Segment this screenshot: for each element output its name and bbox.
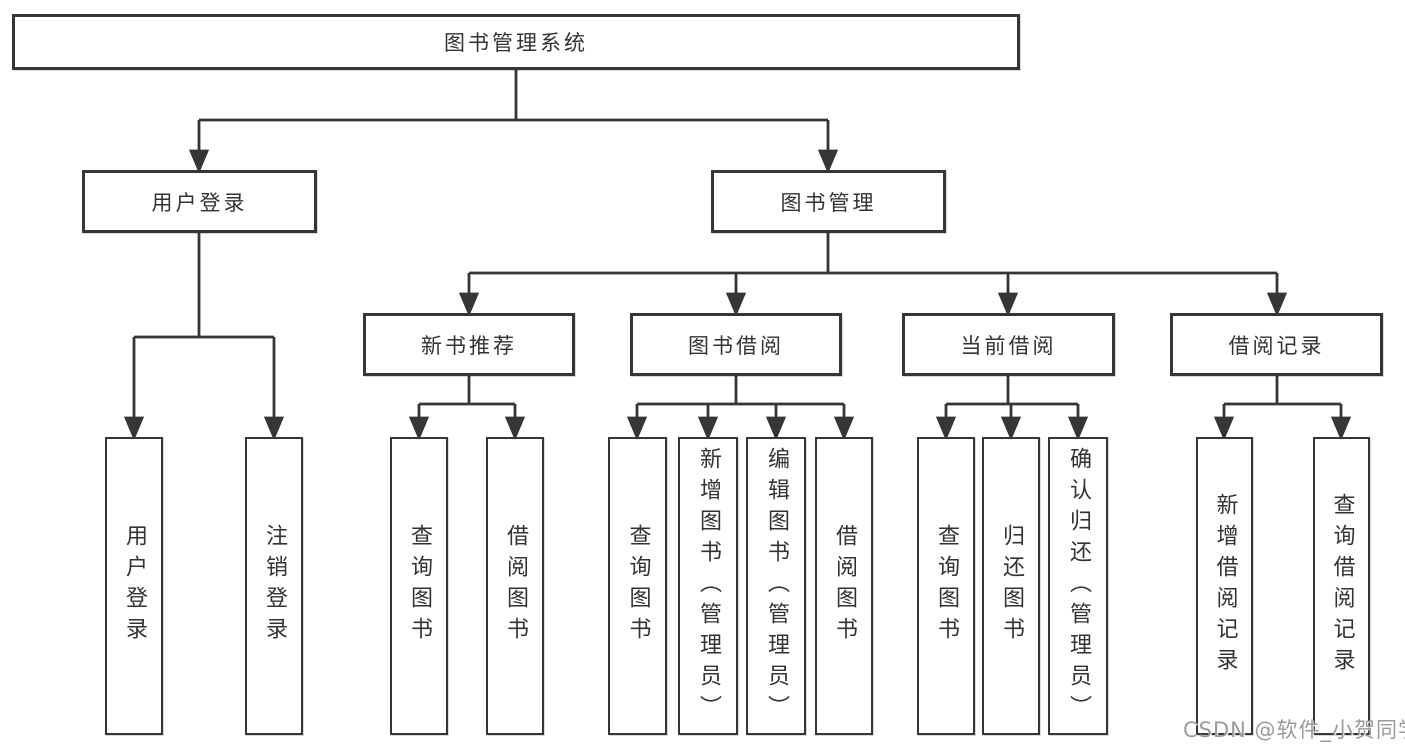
arrow-head bbox=[697, 416, 719, 441]
connector-book-management-children bbox=[458, 233, 1288, 317]
arrow-head bbox=[1330, 416, 1352, 441]
leaf-borrow-books: 借阅图书 bbox=[815, 437, 873, 735]
node-borrow-record: 借阅记录 bbox=[1170, 313, 1383, 376]
arrow-head bbox=[1067, 416, 1089, 441]
node-current-borrow: 当前借阅 bbox=[902, 313, 1115, 376]
arrow-head bbox=[725, 292, 747, 317]
leaf-query-books-recommend: 查询图书 bbox=[390, 437, 448, 735]
node-new-book-recommend: 新书推荐 bbox=[363, 313, 575, 376]
arrow-head bbox=[833, 416, 855, 441]
connector-book-borrow-children bbox=[626, 376, 855, 441]
node-user-login: 用户登录 bbox=[82, 170, 317, 233]
connector-root-children bbox=[188, 70, 839, 174]
leaf-query-books-borrow: 查询图书 bbox=[608, 437, 667, 735]
arrow-head bbox=[504, 416, 526, 441]
arrow-head bbox=[1213, 416, 1235, 441]
leaf-edit-book-admin: 编辑图书（管理员） bbox=[746, 437, 806, 735]
node-book-management: 图书管理 bbox=[711, 170, 946, 233]
connector-current-borrow-children bbox=[935, 376, 1089, 441]
arrow-head bbox=[188, 149, 210, 174]
connector-borrow-record-children bbox=[1213, 376, 1352, 441]
arrow-head bbox=[817, 149, 839, 174]
connector-user-login-children bbox=[123, 233, 285, 441]
leaf-borrow-books-recommend: 借阅图书 bbox=[486, 437, 544, 735]
arrow-head bbox=[935, 416, 957, 441]
arrow-head bbox=[263, 416, 285, 441]
arrow-head bbox=[626, 416, 648, 441]
arrow-head bbox=[408, 416, 430, 441]
leaf-add-book-admin: 新增图书（管理员） bbox=[678, 437, 738, 735]
connector-new-book-children bbox=[408, 376, 526, 441]
arrow-head bbox=[123, 416, 145, 441]
leaf-query-borrow-record: 查询借阅记录 bbox=[1313, 437, 1370, 735]
leaf-confirm-return-admin: 确认归还（管理员） bbox=[1048, 437, 1108, 735]
leaf-return-book: 归还图书 bbox=[982, 437, 1040, 735]
leaf-user-login: 用户登录 bbox=[105, 437, 163, 735]
arrow-head bbox=[1000, 416, 1022, 441]
leaf-logout: 注销登录 bbox=[245, 437, 303, 735]
leaf-add-borrow-record: 新增借阅记录 bbox=[1196, 437, 1253, 735]
arrow-head bbox=[458, 292, 480, 317]
arrow-head bbox=[1266, 292, 1288, 317]
node-book-borrow: 图书借阅 bbox=[630, 313, 842, 376]
arrow-head bbox=[997, 292, 1019, 317]
csdn-watermark: CSDN @软件_小贺同学 bbox=[1183, 718, 1405, 742]
arrow-head bbox=[765, 416, 787, 441]
leaf-query-books-current: 查询图书 bbox=[917, 437, 975, 735]
node-root: 图书管理系统 bbox=[12, 14, 1020, 70]
